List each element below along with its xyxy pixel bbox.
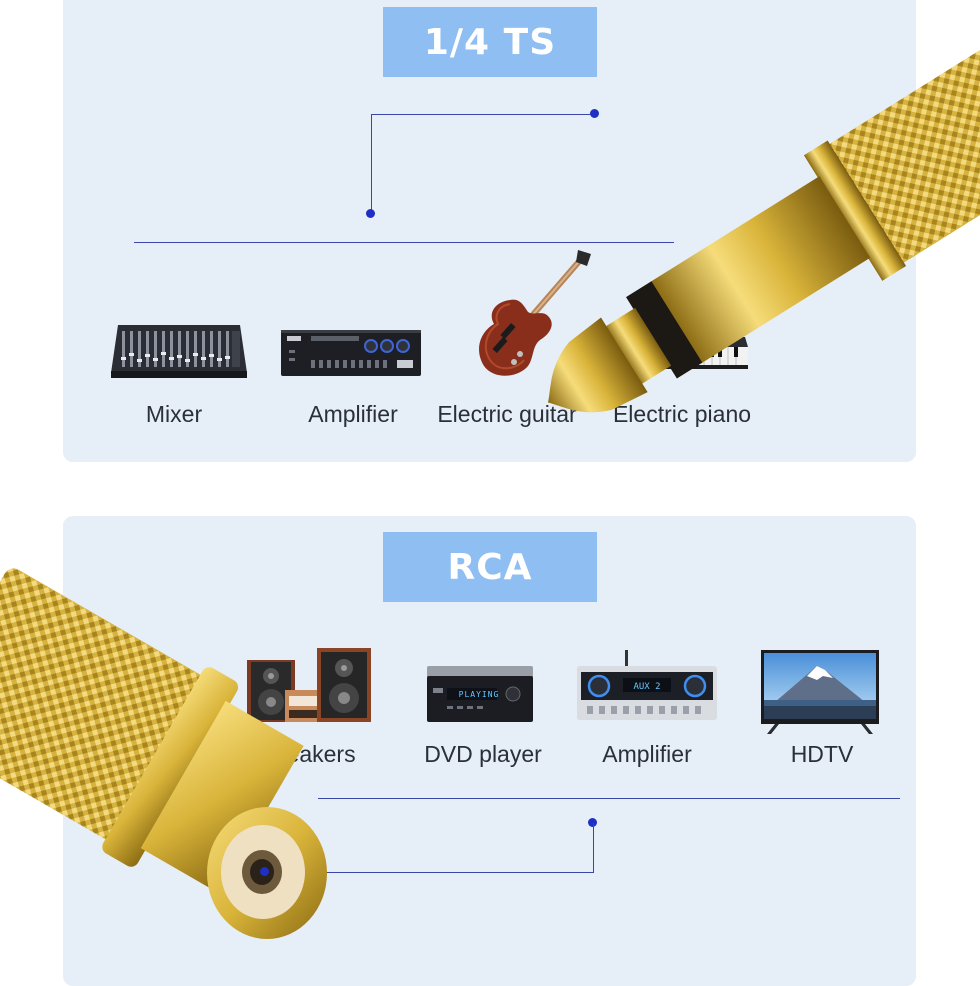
amplifier-label-bottom: Amplifier bbox=[602, 741, 692, 767]
ts-leader-horizontal bbox=[371, 114, 596, 115]
hdtv-label: HDTV bbox=[790, 741, 854, 767]
hdtv-icon bbox=[761, 650, 879, 734]
amplifier-label-top: Amplifier bbox=[308, 401, 398, 427]
dvd-player-label: DVD player bbox=[424, 741, 542, 767]
rca-leader-dot-jack bbox=[260, 867, 269, 876]
ts-leader-vertical bbox=[371, 114, 372, 214]
speakers-icon bbox=[247, 648, 371, 724]
dvd-player-icon bbox=[427, 666, 533, 724]
rca-leader-horizontal bbox=[268, 872, 594, 873]
rca-divider-line bbox=[318, 798, 900, 799]
rca-section-title: RCA bbox=[383, 532, 597, 602]
rca-leader-dot-end bbox=[588, 818, 597, 827]
amplifier-icon-bottom bbox=[577, 650, 717, 722]
mixer-label: Mixer bbox=[145, 401, 203, 427]
ts-divider-line bbox=[134, 242, 674, 243]
ts-plug-icon bbox=[547, 41, 980, 413]
dvd-display-text: PLAYING bbox=[458, 690, 500, 699]
ts-leader-dot-tip bbox=[590, 109, 599, 118]
electric-piano-label: Electric piano bbox=[612, 401, 752, 427]
rca-leader-vertical bbox=[593, 823, 594, 873]
amp-display-text: AUX 2 bbox=[633, 682, 661, 692]
ts-leader-dot-end bbox=[366, 209, 375, 218]
mixer-icon bbox=[110, 323, 248, 379]
ts-section-title: 1/4 TS bbox=[383, 7, 597, 77]
amplifier-icon bbox=[281, 330, 421, 376]
rca-jack-icon bbox=[0, 560, 360, 980]
electric-guitar-icon bbox=[470, 248, 595, 380]
electric-guitar-label: Electric guitar bbox=[437, 401, 577, 427]
